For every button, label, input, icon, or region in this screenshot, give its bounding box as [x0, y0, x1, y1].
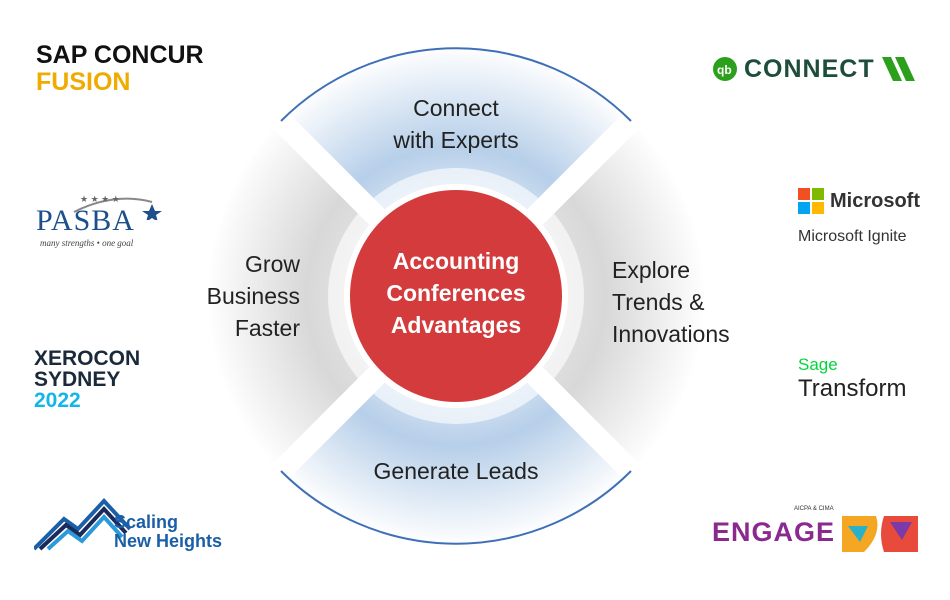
microsoft-logo: Microsoft Microsoft Ignite	[798, 188, 920, 245]
svg-text:qb: qb	[717, 63, 732, 77]
xerocon-sydney-logo: XEROCON SYDNEY 2022	[34, 347, 141, 412]
microsoft-windows-icon	[798, 188, 824, 214]
segment-top-label: Connect with Experts	[393, 95, 519, 153]
segment-left-label: Grow Business Faster	[206, 251, 300, 341]
pasba-logo: ★ ★ ★ ★ PASBA many strengths • one goal	[34, 190, 164, 250]
pasba-swoosh-icon: ★ ★ ★ ★	[73, 194, 162, 220]
segment-bottom-label: Generate Leads	[373, 458, 539, 484]
top-arc	[280, 47, 632, 122]
engage-shapes-icon	[842, 516, 918, 552]
mountain-icon	[34, 498, 132, 551]
center-title: Accounting Conferences Advantages	[386, 248, 526, 338]
double-slash-icon	[882, 57, 915, 81]
segment-right-label: Explore Trends & Innovations	[612, 257, 730, 347]
bottom-arc	[280, 470, 632, 545]
center-circle	[350, 190, 562, 402]
sap-concur-fusion-logo: SAP CONCUR FUSION	[36, 41, 204, 96]
scaling-new-heights-logo: Scaling New Heights	[34, 495, 234, 555]
svg-text:★ ★ ★ ★: ★ ★ ★ ★	[80, 194, 120, 204]
qb-connect-logo: qb CONNECT	[712, 55, 922, 85]
sage-transform-logo: Sage Transform	[798, 355, 907, 402]
quickbooks-icon: qb	[713, 57, 737, 81]
engage-logo: AICPA & CIMA ENGAGE	[712, 506, 922, 562]
